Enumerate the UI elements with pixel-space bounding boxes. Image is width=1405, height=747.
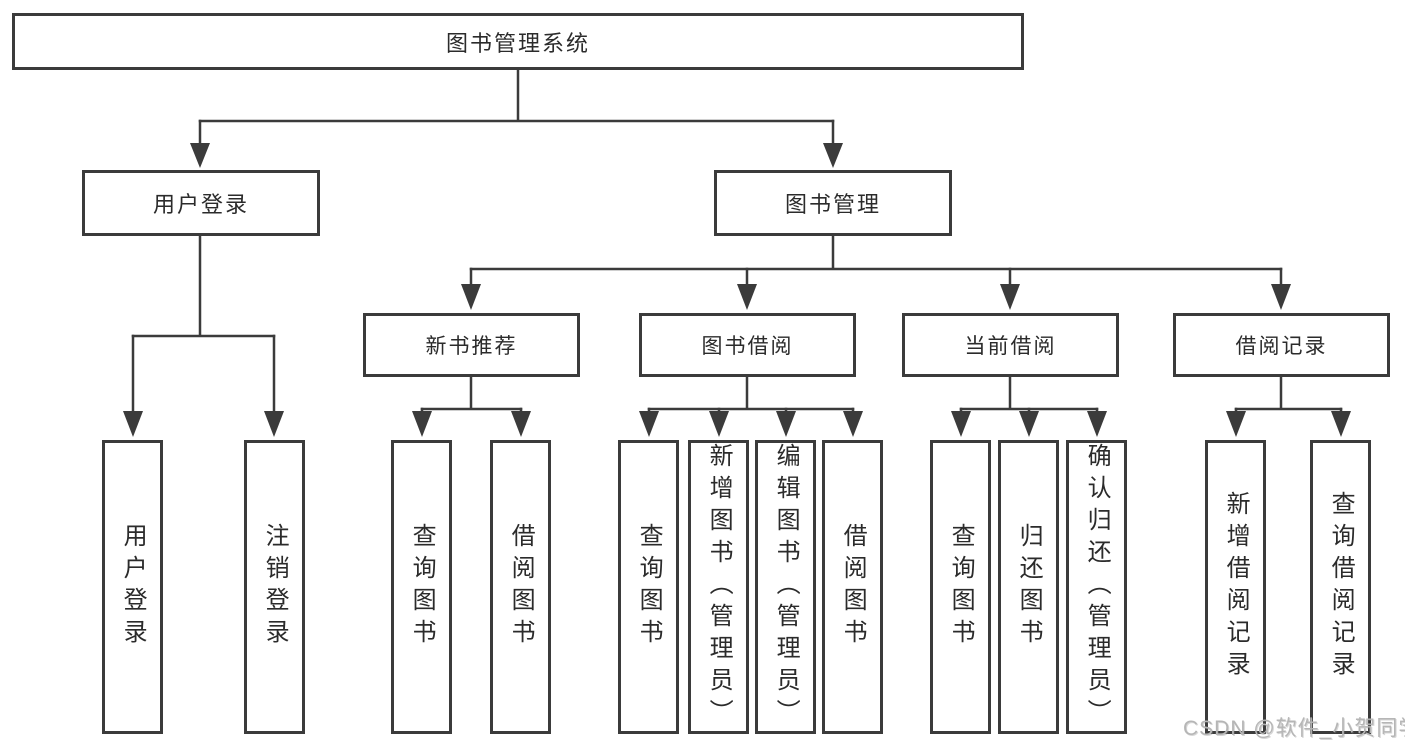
leaf-edit-books-admin: 编辑图书（管理员） [755, 440, 816, 734]
leaf-confirm-return-admin-label: 确认归还（管理员） [1083, 443, 1111, 731]
node-root-label: 图书管理系统 [445, 30, 590, 56]
node-root-library-system: 图书管理系统 [12, 13, 1024, 70]
node-book-borrow: 图书借阅 [639, 313, 856, 377]
connector-borrow-records [1226, 375, 1351, 437]
leaf-add-books-admin: 新增图书（管理员） [688, 440, 749, 734]
node-borrow-records: 借阅记录 [1173, 313, 1390, 377]
leaf-user-login-label: 用户登录 [119, 523, 147, 651]
node-book-management-label: 图书管理 [784, 192, 881, 217]
leaf-user-login: 用户登录 [102, 440, 163, 734]
leaf-return-books: 归还图书 [998, 440, 1059, 734]
connector-book-borrow [639, 375, 863, 437]
leaf-borrow-books-recommend-label: 借阅图书 [507, 523, 535, 651]
csdn-watermark: CSDN @软件_小贺同学 [1183, 717, 1405, 740]
node-new-book-recommend: 新书推荐 [363, 313, 580, 377]
leaf-add-books-admin-label: 新增图书（管理员） [705, 443, 733, 731]
node-current-borrow-label: 当前借阅 [964, 335, 1057, 358]
leaf-confirm-return-admin: 确认归还（管理员） [1066, 440, 1127, 734]
leaf-add-borrow-record-label: 新增借阅记录 [1222, 491, 1250, 683]
node-user-login-label: 用户登录 [152, 192, 249, 217]
leaf-return-books-label: 归还图书 [1015, 523, 1043, 651]
connector-user-login [123, 234, 284, 437]
node-book-management: 图书管理 [714, 170, 952, 236]
leaf-query-books-borrow: 查询图书 [618, 440, 679, 734]
node-current-borrow: 当前借阅 [902, 313, 1119, 377]
leaf-query-books-borrow-label: 查询图书 [635, 523, 663, 651]
leaf-query-books-recommend-label: 查询图书 [408, 523, 436, 651]
node-borrow-records-label: 借阅记录 [1235, 335, 1328, 358]
leaf-query-borrow-record: 查询借阅记录 [1310, 440, 1371, 734]
leaf-add-borrow-record: 新增借阅记录 [1205, 440, 1266, 734]
node-new-book-recommend-label: 新书推荐 [425, 335, 518, 358]
leaf-query-books-recommend: 查询图书 [391, 440, 452, 734]
leaf-edit-books-admin-label: 编辑图书（管理员） [772, 443, 800, 731]
leaf-query-books-current: 查询图书 [930, 440, 991, 734]
leaf-query-borrow-record-label: 查询借阅记录 [1327, 491, 1355, 683]
leaf-borrow-books: 借阅图书 [822, 440, 883, 734]
leaf-logout: 注销登录 [244, 440, 305, 734]
leaf-borrow-books-recommend: 借阅图书 [490, 440, 551, 734]
connector-book-management [461, 234, 1291, 310]
leaf-logout-label: 注销登录 [261, 523, 289, 651]
connector-new-book-recommend [412, 375, 531, 437]
connector-root [190, 68, 843, 168]
leaf-query-books-current-label: 查询图书 [947, 523, 975, 651]
leaf-borrow-books-label: 借阅图书 [839, 523, 867, 651]
connector-current-borrow [951, 375, 1107, 437]
node-book-borrow-label: 图书借阅 [701, 335, 794, 358]
node-user-login: 用户登录 [82, 170, 320, 236]
